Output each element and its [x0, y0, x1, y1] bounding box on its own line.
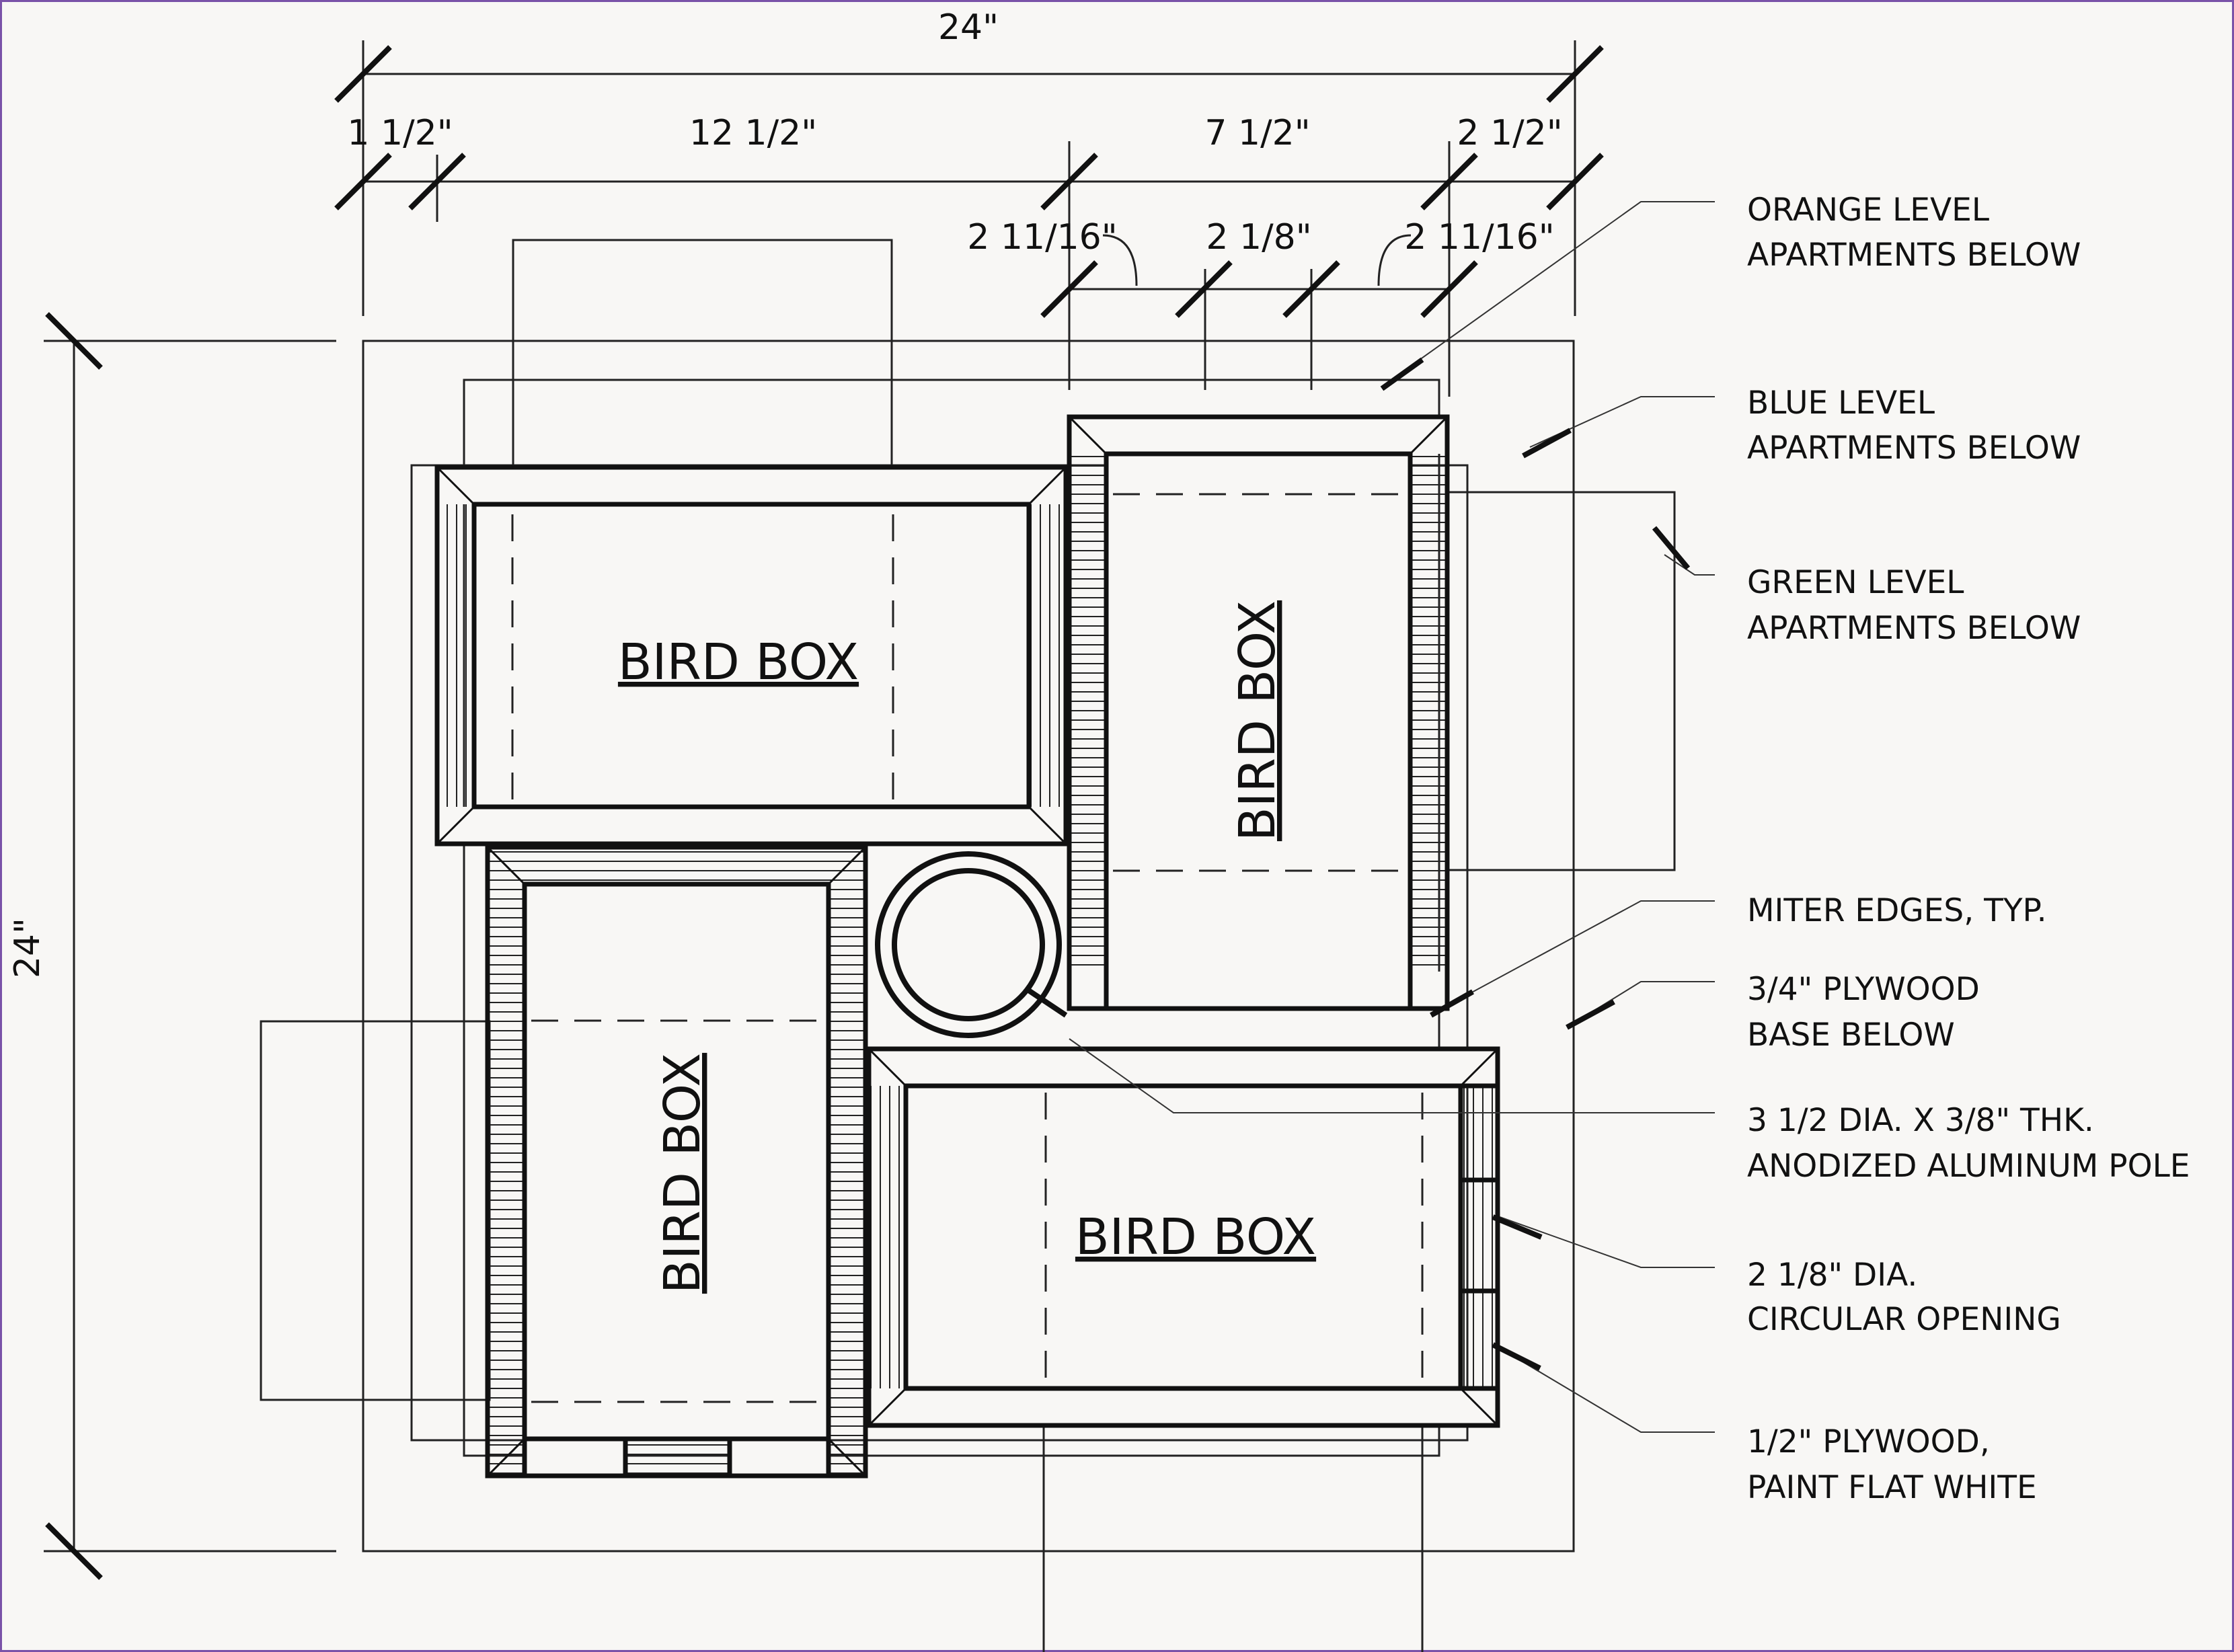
bird-box-title: BIRD BOX — [618, 633, 859, 691]
annotation-miter-edges: MITER EDGES, TYP. — [1747, 892, 2047, 929]
bird-box-title: BIRD BOX — [654, 1053, 711, 1294]
annotation-labels: ORANGE LEVEL APARTMENTS BELOW BLUE LEVEL… — [1747, 192, 2190, 1506]
annotation-orange-level-1: ORANGE LEVEL — [1747, 192, 1989, 229]
annotation-pole-1: 3 1/2 DIA. X 3/8" THK. — [1747, 1102, 2094, 1139]
annotation-plywood-base-2: BASE BELOW — [1747, 1017, 1955, 1054]
dim-right-box-width: 7 1/2" — [1204, 113, 1310, 153]
bird-box-title: BIRD BOX — [1229, 600, 1286, 841]
bird-box-title: BIRD BOX — [1075, 1208, 1316, 1266]
bird-box-bottom-left: BIRD BOX — [485, 844, 868, 1479]
bird-box-top-left: BIRD BOX — [434, 465, 1069, 847]
annotation-blue-level-2: APARTMENTS BELOW — [1747, 430, 2081, 467]
annotation-paint-2: PAINT FLAT WHITE — [1747, 1469, 2037, 1506]
lower-level-outlines — [260, 239, 1676, 1652]
dim-right-offset: 2 1/2" — [1457, 113, 1562, 153]
dim-top-left-offset: 1 1/2" — [347, 113, 453, 153]
bird-box-top-right: BIRD BOX — [1067, 414, 1450, 1011]
annotation-opening-1: 2 1/8" DIA. — [1747, 1257, 1917, 1294]
orange-level-top-rect — [512, 239, 893, 472]
annotation-green-level-1: GREEN LEVEL — [1747, 564, 1964, 601]
dim-opening-right: 2 11/16" — [1404, 217, 1554, 258]
annotation-blue-level-1: BLUE LEVEL — [1747, 385, 1935, 422]
annotation-opening-2: CIRCULAR OPENING — [1747, 1301, 2061, 1338]
leader-ticks — [1380, 357, 1691, 1371]
annotation-pole-2: ANODIZED ALUMINUM POLE — [1747, 1148, 2190, 1185]
dim-overall-height: 24" — [7, 918, 48, 978]
dim-left-box-width: 12 1/2" — [689, 113, 817, 153]
dimension-ticks — [45, 45, 1604, 1580]
annotation-orange-level-2: APARTMENTS BELOW — [1747, 237, 2081, 274]
plywood-base-outline — [362, 340, 1575, 1552]
left-level-rect — [260, 1020, 491, 1401]
annotation-paint-1: 1/2" PLYWOOD, — [1747, 1423, 1990, 1460]
annotation-green-level-2: APARTMENTS BELOW — [1747, 610, 2081, 647]
green-level-right-rect — [1446, 491, 1676, 871]
bird-box-bottom-right: BIRD BOX — [866, 1046, 1500, 1428]
dim-opening-center: 2 1/8" — [1206, 217, 1311, 258]
aluminum-pole — [875, 851, 1068, 1038]
dim-opening-left: 2 11/16" — [967, 217, 1117, 258]
annotation-plywood-base-1: 3/4" PLYWOOD — [1747, 971, 1980, 1008]
dim-overall-width: 24" — [938, 7, 999, 48]
